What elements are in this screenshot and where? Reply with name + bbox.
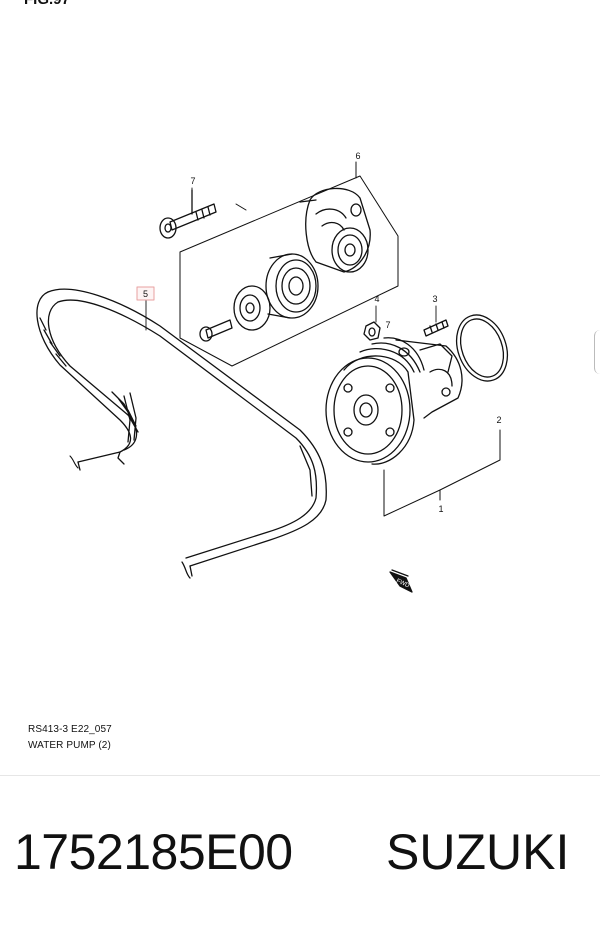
callout-5-highlight[interactable]: 5	[136, 286, 155, 301]
callout-7-lower: 7	[385, 320, 390, 330]
bolt-7-top	[159, 189, 217, 239]
scroll-edge	[594, 330, 600, 374]
callout-5: 5	[143, 289, 148, 299]
fwd-arrow-icon	[389, 569, 413, 593]
figure-title: WATER PUMP (2)	[28, 740, 111, 751]
tensioner-group-outline	[179, 161, 399, 367]
tensioner-assembly	[299, 187, 371, 273]
figure-heading: FIG.97	[24, 0, 70, 8]
divider	[0, 775, 600, 776]
callout-bracket-1	[383, 429, 501, 517]
water-pump-gasket	[455, 314, 509, 382]
callout-4: 4	[374, 294, 379, 304]
figure-code: RS413-3 E22_057	[28, 724, 112, 735]
fwd-label: FWD	[395, 578, 411, 589]
brand-name: SUZUKI	[386, 824, 570, 880]
water-pump	[325, 337, 463, 465]
part-number: 1752185E00	[14, 824, 293, 880]
pulley-bolt	[199, 319, 233, 342]
callout-1: 1	[438, 504, 443, 514]
callout-3: 3	[432, 294, 437, 304]
callout-6: 6	[355, 151, 360, 161]
stud-bolt-3	[423, 319, 449, 337]
callout-7-top: 7	[190, 176, 195, 186]
parts-diagram: FIG.97	[24, 0, 509, 751]
pulley-cover	[233, 285, 271, 331]
drive-belt	[36, 288, 327, 579]
idler-pulley	[265, 253, 319, 319]
leader-lines	[145, 187, 437, 331]
exploded-view-drawing: FWD 6 7 4 3 7 2 1 5	[36, 151, 509, 593]
callout-2: 2	[496, 415, 501, 425]
nut-4	[363, 321, 381, 341]
